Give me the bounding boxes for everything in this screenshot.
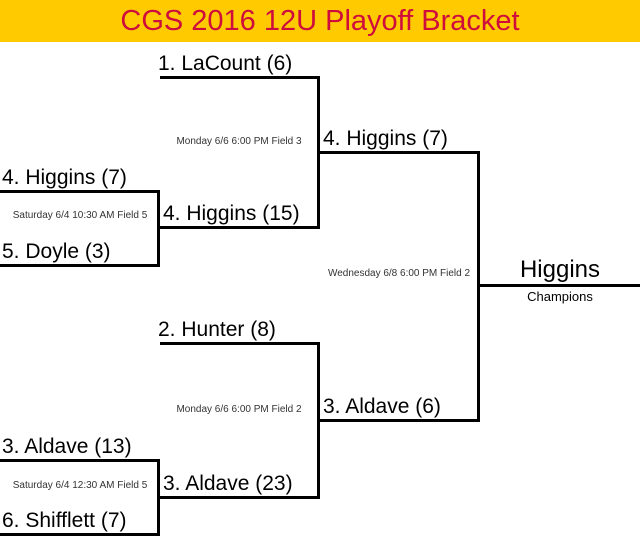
schedule-round1-game1: Saturday 6/4 10:30 AM Field 5 bbox=[12, 210, 148, 221]
connector-semi-bottom bbox=[317, 342, 320, 499]
team-label-aldave-r1-winner: 3. Aldave (23) bbox=[163, 472, 293, 495]
line-round1-game2-winner bbox=[160, 496, 320, 499]
line-semi-bottom-winner bbox=[320, 419, 480, 422]
connector-semi-top bbox=[317, 76, 320, 229]
line-round1-game1-winner bbox=[160, 226, 320, 229]
line-champion bbox=[480, 284, 640, 287]
team-label-doyle: 5. Doyle (3) bbox=[2, 240, 111, 263]
connector-final bbox=[477, 151, 480, 422]
line-round1-game2-bottom bbox=[0, 533, 160, 536]
line-round1-game2-top bbox=[0, 459, 160, 462]
team-label-aldave-semi-winner: 3. Aldave (6) bbox=[323, 395, 441, 418]
line-semi-top-bye bbox=[160, 76, 320, 79]
line-round1-game1-bottom bbox=[0, 264, 160, 267]
champion-caption: Champions bbox=[527, 289, 593, 304]
team-label-lacount: 1. LaCount (6) bbox=[158, 52, 293, 75]
line-semi-bottom-bye bbox=[160, 342, 320, 345]
schedule-final: Wednesday 6/8 6:00 PM Field 2 bbox=[327, 268, 471, 279]
team-label-higgins-seed: 4. Higgins (7) bbox=[2, 166, 127, 189]
line-semi-top-winner bbox=[320, 151, 480, 154]
team-label-higgins-semi-winner: 4. Higgins (7) bbox=[323, 127, 448, 150]
team-label-higgins-r1-winner: 4. Higgins (15) bbox=[163, 202, 300, 225]
connector-round1-game1 bbox=[157, 190, 160, 267]
team-label-hunter: 2. Hunter (8) bbox=[158, 318, 276, 341]
page-title: CGS 2016 12U Playoff Bracket bbox=[120, 4, 520, 37]
schedule-semi-top: Monday 6/6 6:00 PM Field 3 bbox=[176, 136, 302, 147]
line-round1-game1-top bbox=[0, 190, 160, 193]
schedule-round1-game2: Saturday 6/4 12:30 AM Field 5 bbox=[12, 480, 148, 491]
schedule-semi-bottom: Monday 6/6 6:00 PM Field 2 bbox=[176, 404, 302, 415]
title-bar: CGS 2016 12U Playoff Bracket bbox=[0, 0, 640, 42]
champion-name: Higgins bbox=[519, 256, 601, 283]
team-label-aldave-seed: 3. Aldave (13) bbox=[2, 435, 132, 458]
team-label-shifflett: 6. Shifflett (7) bbox=[2, 509, 127, 532]
connector-round1-game2 bbox=[157, 459, 160, 536]
